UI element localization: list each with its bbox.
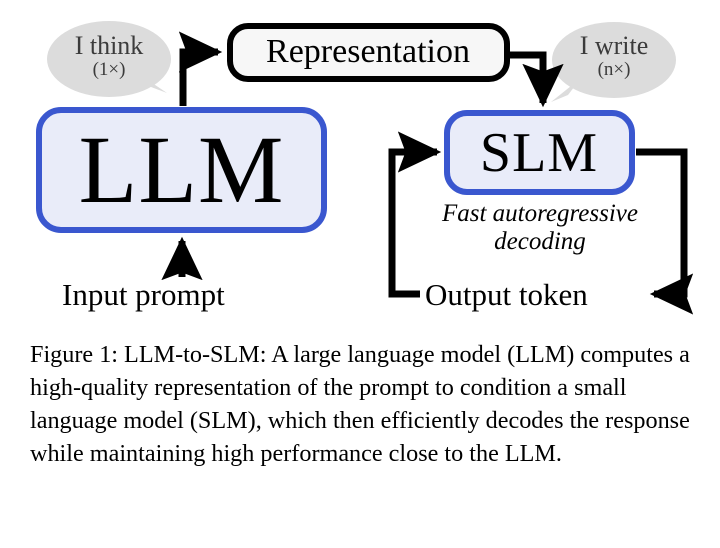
arrow-slm-to-output-token [636, 148, 694, 315]
decoding-note-line-1: Fast autoregressive [441, 200, 639, 227]
speech-bubble-left-text: I think (1×) [47, 32, 171, 81]
block-representation[interactable] [227, 23, 510, 82]
arrow-representation-to-slm [510, 51, 564, 108]
bubble-right-main-text: I write [579, 31, 649, 60]
bubble-right-count: (n×) [597, 59, 631, 81]
arrow-llm-to-representation [178, 31, 223, 106]
decoding-note-line-2: decoding [494, 228, 586, 255]
bubble-left-main-text: I think [74, 31, 144, 60]
speech-bubble-left [47, 21, 171, 97]
figure-caption: Figure 1: LLM-to-SLM: A large language m… [30, 341, 690, 467]
block-slm[interactable] [444, 110, 635, 195]
bubble-left-count: (1×) [92, 59, 126, 81]
output-token-label: Output token [425, 277, 588, 312]
block-llm[interactable] [36, 107, 327, 233]
diagram-canvas [36, 21, 694, 315]
representation-block-label: Representation [266, 33, 470, 70]
arrow-output-token-to-slm [388, 131, 442, 298]
speech-bubble-right-text: I write (n×) [552, 32, 676, 81]
decoding-note: Fast autoregressive decoding [404, 200, 676, 256]
slm-block-label: SLM [479, 121, 599, 184]
llm-block-label: LLM [78, 116, 285, 223]
input-prompt-label: Input prompt [62, 277, 225, 312]
